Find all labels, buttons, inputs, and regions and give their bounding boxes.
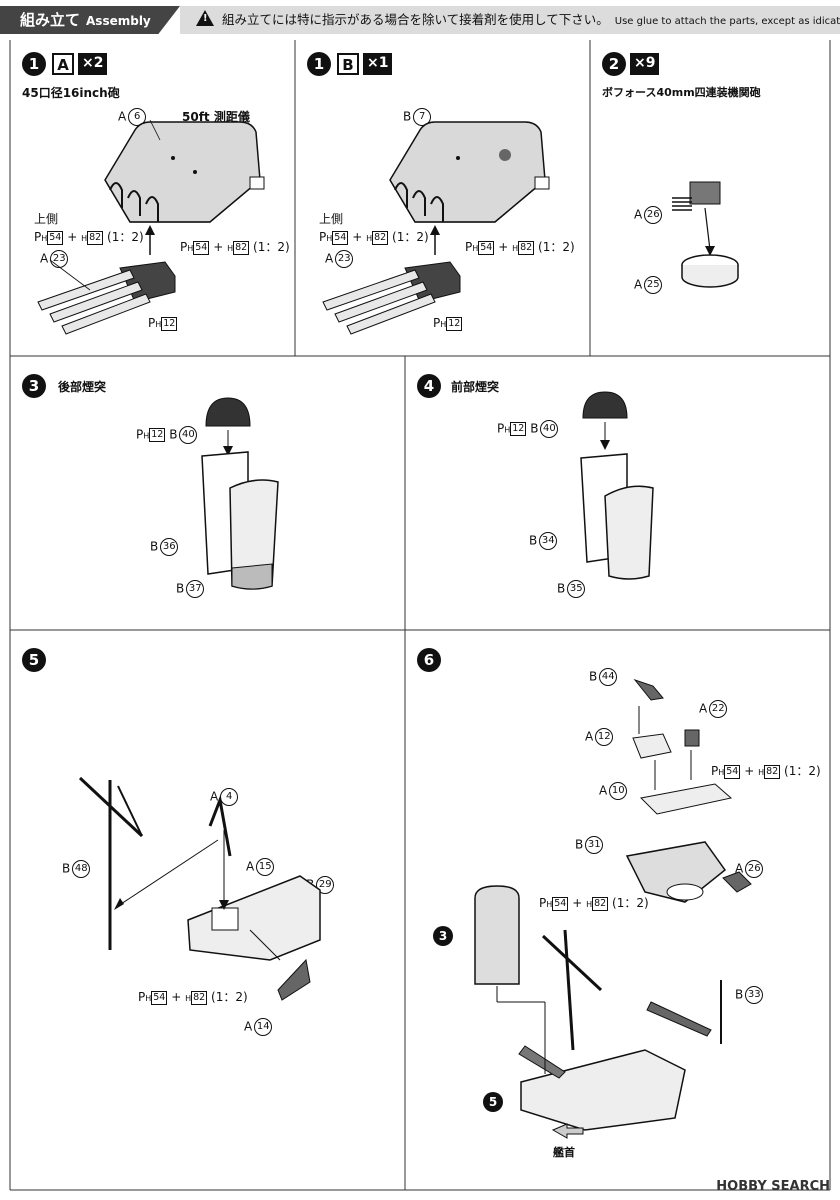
turret-drawing <box>322 121 550 335</box>
bow-label: 艦首 <box>553 1146 575 1159</box>
upper-label: 上側 <box>319 212 344 226</box>
header: 組み立て Assembly 組み立てには特に指示がある場合を除いて接着剤を使用して… <box>0 0 840 40</box>
bofors-drawing <box>672 181 739 288</box>
step-number: 3 <box>22 374 46 398</box>
step-number: 2 <box>602 52 626 76</box>
step-title: 45口径16inch砲 <box>22 86 120 100</box>
assembly-title: 組み立て Assembly <box>0 6 180 34</box>
funnel-drawing <box>580 391 654 580</box>
quantity-badge: ×9 <box>630 53 660 75</box>
title-jp: 組み立て <box>20 11 81 29</box>
bridge-drawing <box>78 776 321 1001</box>
step-title: 前部煙突 <box>451 380 500 394</box>
title-en: Assembly <box>86 14 151 28</box>
quantity-badge: ×1 <box>363 53 393 75</box>
rangefinder-label: 50ft 測距儀 <box>182 110 250 124</box>
watermark: HOBBY SEARCH <box>716 1179 830 1194</box>
upper-label: 上側 <box>34 212 59 226</box>
step-number: 1 <box>22 52 46 76</box>
ref-step5-badge: 5 <box>483 1092 503 1112</box>
step-number: 4 <box>417 374 441 398</box>
step-title: 後部煙突 <box>58 380 107 394</box>
note-en: Use glue to attach the parts, except as … <box>614 16 840 27</box>
note-jp: 組み立てには特に指示がある場合を除いて接着剤を使用して下さい。 <box>222 12 609 27</box>
warning-icon <box>196 10 214 26</box>
funnel-drawing <box>201 397 279 590</box>
glue-note: 組み立てには特に指示がある場合を除いて接着剤を使用して下さい。 Use glue … <box>180 6 840 34</box>
step-title: ボフォース40mm四連装機関砲 <box>602 86 761 99</box>
turret-drawing <box>37 119 265 335</box>
step-number: 5 <box>22 648 46 672</box>
quantity-badge: ×2 <box>78 53 108 75</box>
step-number: 6 <box>417 648 441 672</box>
sprue-label: A <box>52 53 74 75</box>
superstructure-drawing <box>474 678 752 1139</box>
ref-step3-badge: 3 <box>433 926 453 946</box>
step-number: 1 <box>307 52 331 76</box>
sprue-label: B <box>337 53 359 75</box>
